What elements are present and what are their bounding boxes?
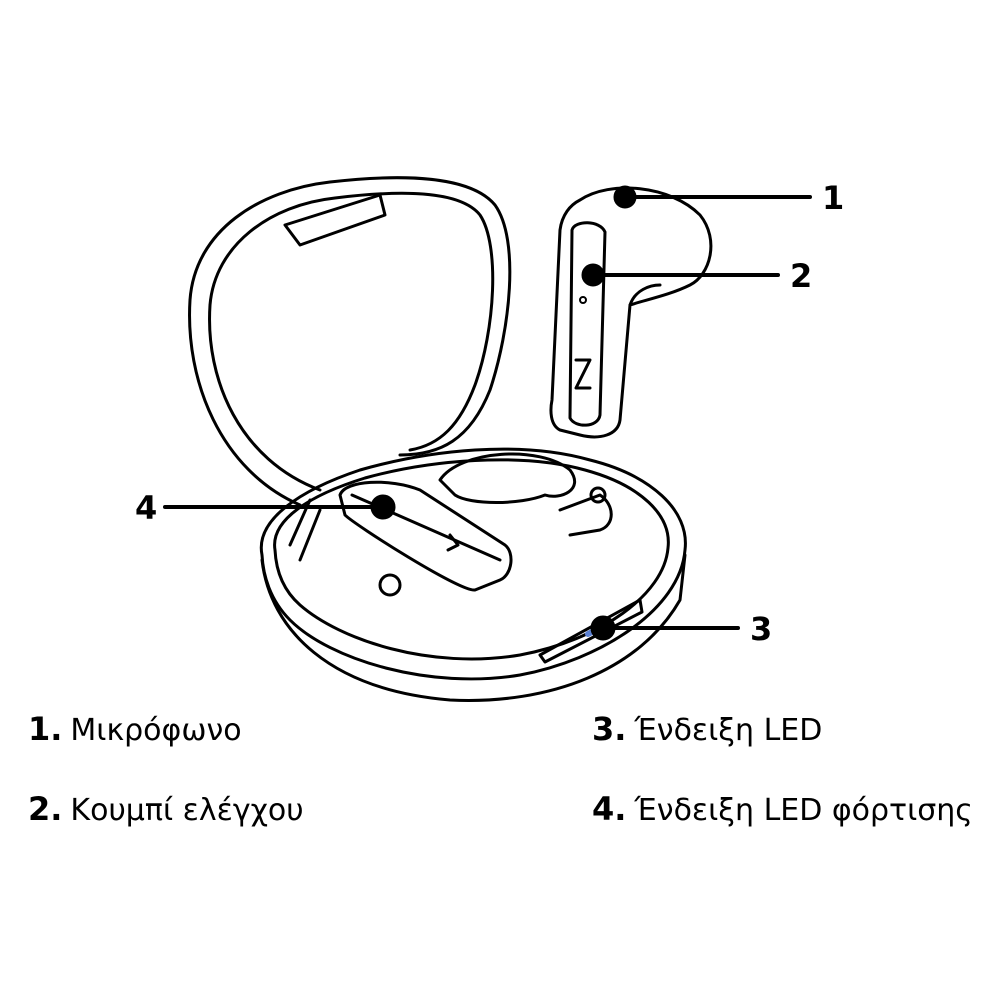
callout-markers [163,185,812,641]
callout-1: 1 [822,179,845,217]
callout-2: 2 [790,257,813,295]
legend-item-1: 1.Μικρόφωνο [28,710,242,748]
callout-3: 3 [750,610,773,648]
legend-item-4: 4.Ένδειξη LED φόρτισης [592,790,973,828]
earbud-in-case [288,480,513,592]
legend-item-2: 2.Κουμπί ελέγχου [28,790,304,828]
floating-earbud [549,186,713,439]
case-base [259,447,687,702]
legend-item-3: 3.Ένδειξη LED [592,710,823,748]
callout-4: 4 [135,489,158,527]
case-lid [188,176,512,507]
